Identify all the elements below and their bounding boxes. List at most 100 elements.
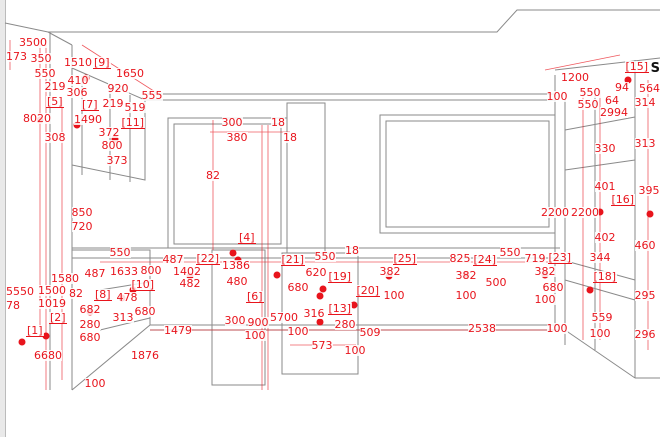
item-tag[interactable]: [10] (130, 278, 156, 291)
item-tag[interactable]: [21] (280, 253, 306, 266)
dimension-label: 308 (44, 131, 66, 144)
dimension-label: 350 (30, 52, 52, 65)
dimension-label: 1580 (51, 272, 79, 285)
dimension-label: 5700 (270, 311, 298, 324)
item-tag[interactable]: [5] (46, 95, 64, 108)
dimension-label: 382 (455, 269, 477, 282)
dimension-label: 100 (383, 289, 405, 302)
item-tag[interactable]: [1] (26, 324, 44, 337)
dimension-label: 313 (112, 311, 134, 324)
dimension-label: 478 (116, 291, 138, 304)
dimension-label: 1402 (173, 265, 201, 278)
right-window (379, 114, 556, 234)
right-cabinet-top (554, 57, 660, 71)
dimension-label: 2200 (541, 206, 569, 219)
dimension-label: 380 (226, 131, 248, 144)
dimension-label: 100 (546, 322, 568, 335)
item-tag[interactable]: [20] (355, 284, 381, 297)
dimension-label: 82 (206, 169, 220, 182)
dimension-label: 100 (84, 377, 106, 390)
dimension-label: 382 (379, 265, 401, 278)
dimension-label: 100 (589, 327, 611, 340)
dimension-label: 18 (345, 244, 359, 257)
marker-dot[interactable] (316, 292, 324, 300)
item-tag[interactable]: [18] (592, 270, 618, 283)
dimension-label: 300 (221, 116, 243, 129)
item-tag[interactable]: [23] (547, 251, 573, 264)
dimension-label: 550 (577, 98, 599, 111)
dimension-label: 487 (162, 253, 184, 266)
dimension-label: 800 (101, 139, 123, 152)
dimension-label: 555 (141, 89, 163, 102)
dimension-label: 100 (546, 90, 568, 103)
marker-dot[interactable] (350, 301, 358, 309)
item-tag[interactable]: [6] (246, 290, 264, 303)
dimension-label: 1019 (38, 297, 66, 310)
dimension-label: 401 (594, 180, 616, 193)
item-tag[interactable]: [2] (49, 311, 67, 324)
item-tag[interactable]: [11] (120, 116, 146, 129)
dimension-label: 100 (534, 293, 556, 306)
dimension-label: 100 (244, 329, 266, 342)
item-tag[interactable]: [16] (610, 193, 636, 206)
dimension-label: 487 (84, 267, 106, 280)
dimension-label: 219 (102, 97, 124, 110)
dimension-label: 280 (79, 318, 101, 331)
item-tag[interactable]: [22] (195, 252, 221, 265)
dimension-label: 300 (224, 314, 246, 327)
dimension-label: 82 (69, 287, 83, 300)
marker-dot[interactable] (316, 318, 324, 326)
dimension-label: 1633 (110, 265, 138, 278)
marker-dot[interactable] (18, 338, 26, 346)
dimension-label: 316 (303, 307, 325, 320)
window-left-edge (0, 0, 6, 437)
dimension-label: 372 (98, 126, 120, 139)
dimension-label: 78 (6, 299, 20, 312)
ceiling-edge (47, 31, 73, 46)
dimension-label: 1490 (74, 113, 102, 126)
dimension-label: 550 (109, 246, 131, 259)
dimension-label: 620 (305, 266, 327, 279)
dimension-label: 500 (485, 276, 507, 289)
item-tag[interactable]: [4] (238, 231, 256, 244)
marker-dot[interactable] (229, 249, 237, 257)
dimension-label: 509 (359, 326, 381, 339)
dimension-label: 64 (605, 94, 619, 107)
marker-dot[interactable] (646, 210, 654, 218)
dimension-label: 8020 (23, 112, 51, 125)
dimension-label: 682 (79, 303, 101, 316)
dimension-label: 314 (634, 96, 656, 109)
marker-dot[interactable] (42, 332, 50, 340)
marker-dot[interactable] (273, 271, 281, 279)
marker-dot[interactable] (624, 76, 632, 84)
dimension-label: 680 (79, 331, 101, 344)
item-tag[interactable]: [19] (327, 270, 353, 283)
marker-dot[interactable] (319, 285, 327, 293)
dimension-label: 680 (287, 281, 309, 294)
item-tag[interactable]: [15] (624, 60, 650, 73)
dimension-label: 344 (589, 251, 611, 264)
dimension-label: 295 (634, 289, 656, 302)
dimension-label: 2200 (571, 206, 599, 219)
item-tag[interactable]: [9] (93, 56, 111, 69)
dimension-label: 550 (579, 86, 601, 99)
dimension-label: 720 (71, 220, 93, 233)
dimension-label: 100 (287, 325, 309, 338)
dimension-label: 680 (134, 305, 156, 318)
dimension-label: 482 (179, 277, 201, 290)
item-tag[interactable]: [8] (94, 288, 112, 301)
dimension-label: 564 (639, 82, 660, 95)
item-tag[interactable]: [24] (472, 253, 498, 266)
dimension-label: 719 (524, 252, 546, 265)
dimension-label: 573 (311, 339, 333, 352)
item-tag[interactable]: [7] (81, 98, 99, 111)
marker-dot[interactable] (586, 286, 594, 294)
dimension-label: 825 (449, 252, 471, 265)
dimension-label: 373 (106, 154, 128, 167)
item-tag[interactable]: [25] (392, 252, 418, 265)
dimension-label: 1200 (561, 71, 589, 84)
dimension-label: 900 (247, 316, 269, 329)
item-tag[interactable]: [13] (327, 302, 353, 315)
dimension-label: 1479 (164, 324, 192, 337)
